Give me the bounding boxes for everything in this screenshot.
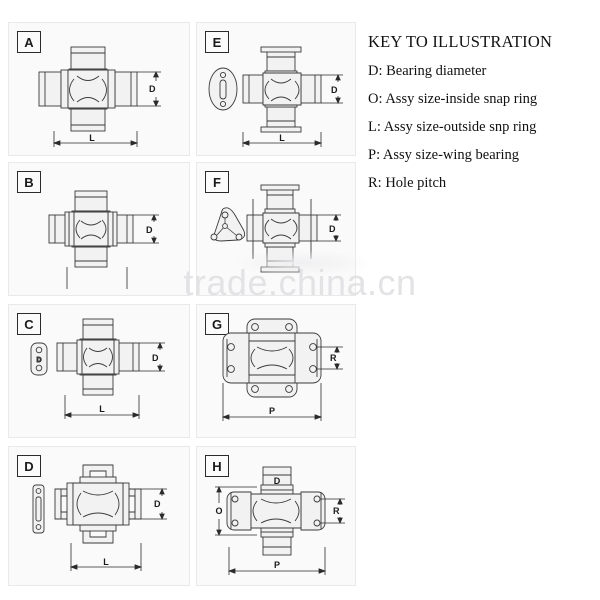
dim-label-d: D — [274, 476, 281, 486]
dim-label-l: L — [103, 557, 109, 567]
panel-a: A — [8, 22, 190, 156]
panel-d: D — [8, 446, 190, 586]
dim-label-l: L — [279, 133, 285, 143]
panel-h: H — [196, 446, 356, 586]
dim-label-r: R — [330, 353, 337, 363]
panel-label-d: D — [17, 455, 41, 477]
dim-label-d: D — [152, 353, 159, 363]
cross-diagram-d: D L — [9, 447, 189, 585]
cross-diagram-e: D L — [197, 23, 355, 155]
cross-diagram-a: D L — [9, 23, 189, 155]
detail-label-d: D — [36, 357, 41, 364]
panel-label-e: E — [205, 31, 229, 53]
oval-flange-detail — [208, 67, 238, 111]
dim-label-o: O — [215, 506, 222, 516]
dim-label-l: L — [99, 404, 105, 414]
panel-label-h: H — [205, 455, 229, 477]
cross-diagram-h: D O R P — [197, 447, 355, 585]
key-entry-r: R: Hole pitch — [368, 175, 447, 191]
key-entry-d: D: Bearing diameter — [368, 63, 487, 79]
panel-label-b: B — [17, 171, 41, 193]
dim-label-d: D — [149, 84, 156, 94]
snap-ring-bracket-detail: D — [30, 342, 48, 376]
cross-diagram-g: R P — [197, 305, 355, 437]
panel-g: G — [196, 304, 356, 438]
narrow-plate-detail — [32, 484, 45, 534]
dim-label-d: D — [331, 85, 338, 95]
cross-diagram-b: D — [9, 163, 189, 295]
key-entry-l: L: Assy size-outside snp ring — [368, 119, 537, 135]
key-to-illustration: KEY TO ILLUSTRATION D: Bearing diameter … — [368, 32, 594, 203]
dim-label-d: D — [154, 499, 161, 509]
panel-label-g: G — [205, 313, 229, 335]
dim-label-p: P — [269, 406, 275, 416]
dim-label-r: R — [333, 506, 340, 516]
panel-f: F — [196, 162, 356, 296]
dim-label-d: D — [329, 224, 336, 234]
panel-b: B — [8, 162, 190, 296]
dim-label-p: P — [274, 560, 280, 570]
panel-c: C D — [8, 304, 190, 438]
key-entry-o: O: Assy size-inside snap ring — [368, 91, 538, 107]
panel-label-a: A — [17, 31, 41, 53]
panel-label-f: F — [205, 171, 229, 193]
panel-e: E — [196, 22, 356, 156]
key-title: KEY TO ILLUSTRATION — [368, 32, 553, 51]
key-entry-p: P: Assy size-wing bearing — [368, 147, 520, 163]
dim-label-d: D — [146, 225, 153, 235]
panel-label-c: C — [17, 313, 41, 335]
cross-diagram-f: D — [197, 163, 355, 295]
cross-diagram-c: D — [9, 305, 189, 437]
dim-label-l: L — [89, 133, 95, 143]
triangle-flange-detail — [210, 207, 246, 242]
